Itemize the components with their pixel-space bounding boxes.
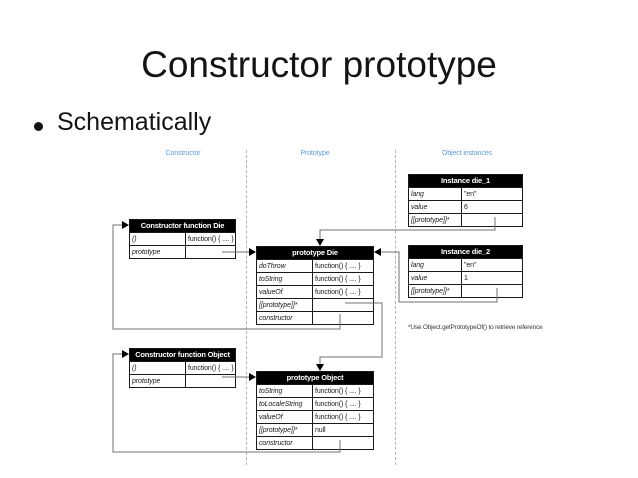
table-row: [[prototype]]* xyxy=(409,213,522,226)
property-value-cell: function() { .... } xyxy=(315,275,361,283)
table-row: lang "en" xyxy=(409,187,522,200)
table-row: value 1 xyxy=(409,271,522,284)
column-label-object-instances: Object instances xyxy=(441,150,493,157)
table-row: value 6 xyxy=(409,200,522,213)
property-value-cell: function() { .... } xyxy=(315,387,361,395)
property-value-cell xyxy=(313,312,373,324)
property-value-cell xyxy=(313,299,373,311)
property-name-cell: [[prototype]]* xyxy=(409,214,462,226)
property-name-cell: () xyxy=(130,233,186,245)
table-header: Instance die_2 xyxy=(409,246,522,258)
table-row: doThrow function() { .... } xyxy=(257,259,373,272)
table-constructor-function-die: Constructor function Die () function() {… xyxy=(129,219,236,259)
property-name-cell: [[prototype]]* xyxy=(257,424,313,436)
column-label-constructor: Constructor xyxy=(165,150,201,157)
property-name-cell: [[prototype]]* xyxy=(409,285,462,297)
table-row: constructor xyxy=(257,436,373,449)
table-header: prototype Object xyxy=(257,372,373,384)
property-name-cell: lang xyxy=(409,259,462,271)
table-row: [[prototype]]* null xyxy=(257,423,373,436)
property-name-cell: () xyxy=(130,362,186,374)
bullet-icon xyxy=(34,122,43,131)
property-name-cell: toLocaleString xyxy=(257,398,313,410)
table-row: [[prototype]]* xyxy=(257,298,373,311)
table-row: prototype xyxy=(130,245,235,258)
table-instance-die-2: Instance die_2 lang "en" value 1 [[proto… xyxy=(408,245,523,298)
table-header: Constructor function Die xyxy=(130,220,235,232)
table-constructor-function-object: Constructor function Object () function(… xyxy=(129,348,236,388)
property-value-cell xyxy=(313,437,373,449)
table-row: valueOf function() { .... } xyxy=(257,285,373,298)
property-name-cell: [[prototype]]* xyxy=(257,299,313,311)
property-value-cell: function() { .... } xyxy=(315,288,361,296)
property-value-cell: function() { .... } xyxy=(315,413,361,421)
property-value-cell: 6 xyxy=(464,203,468,211)
property-value-cell xyxy=(462,214,522,226)
property-value-cell: function() { .... } xyxy=(315,400,361,408)
table-header: prototype Die xyxy=(257,247,373,259)
column-divider xyxy=(246,150,247,465)
property-name-cell: value xyxy=(409,201,462,213)
property-value-cell: "en" xyxy=(464,190,477,198)
bullet-item: Schematically xyxy=(57,108,212,136)
property-name-cell: constructor xyxy=(257,312,313,324)
table-row: toString function() { .... } xyxy=(257,384,373,397)
property-name-cell: valueOf xyxy=(257,286,313,298)
table-header: Constructor function Object xyxy=(130,349,235,361)
table-row: () function() { .... } xyxy=(130,361,235,374)
property-value-cell xyxy=(462,285,522,297)
table-row: [[prototype]]* xyxy=(409,284,522,297)
table-row: lang "en" xyxy=(409,258,522,271)
property-name-cell: prototype xyxy=(130,246,186,258)
property-value-cell: function() { .... } xyxy=(188,235,234,243)
property-name-cell: value xyxy=(409,272,462,284)
table-row: toLocaleString function() { .... } xyxy=(257,397,373,410)
property-value-cell: 1 xyxy=(464,274,468,282)
table-row: constructor xyxy=(257,311,373,324)
property-name-cell: toString xyxy=(257,273,313,285)
property-value-cell: null xyxy=(315,426,326,434)
property-value-cell: function() { .... } xyxy=(315,262,361,270)
property-name-cell: doThrow xyxy=(257,260,313,272)
table-row: valueOf function() { .... } xyxy=(257,410,373,423)
table-row: toString function() { .... } xyxy=(257,272,373,285)
table-row: prototype xyxy=(130,374,235,387)
property-value-cell: function() { .... } xyxy=(188,364,234,372)
column-label-prototype: Prototype xyxy=(300,150,330,157)
table-prototype-die: prototype Die doThrow function() { .... … xyxy=(256,246,374,325)
property-name-cell: valueOf xyxy=(257,411,313,423)
property-value-cell xyxy=(186,375,235,387)
column-divider xyxy=(395,150,396,465)
table-instance-die-1: Instance die_1 lang "en" value 6 [[proto… xyxy=(408,174,523,227)
property-name-cell: constructor xyxy=(257,437,313,449)
page-title: Constructor prototype xyxy=(141,44,497,85)
table-header: Instance die_1 xyxy=(409,175,522,187)
property-value-cell xyxy=(186,246,235,258)
property-name-cell: prototype xyxy=(130,375,186,387)
table-row: () function() { .... } xyxy=(130,232,235,245)
property-name-cell: toString xyxy=(257,385,313,397)
property-name-cell: lang xyxy=(409,188,462,200)
table-prototype-object: prototype Object toString function() { .… xyxy=(256,371,374,450)
property-value-cell: "en" xyxy=(464,261,477,269)
footnote: *Use Object.getPrototypeOf() to retrieve… xyxy=(408,324,543,331)
